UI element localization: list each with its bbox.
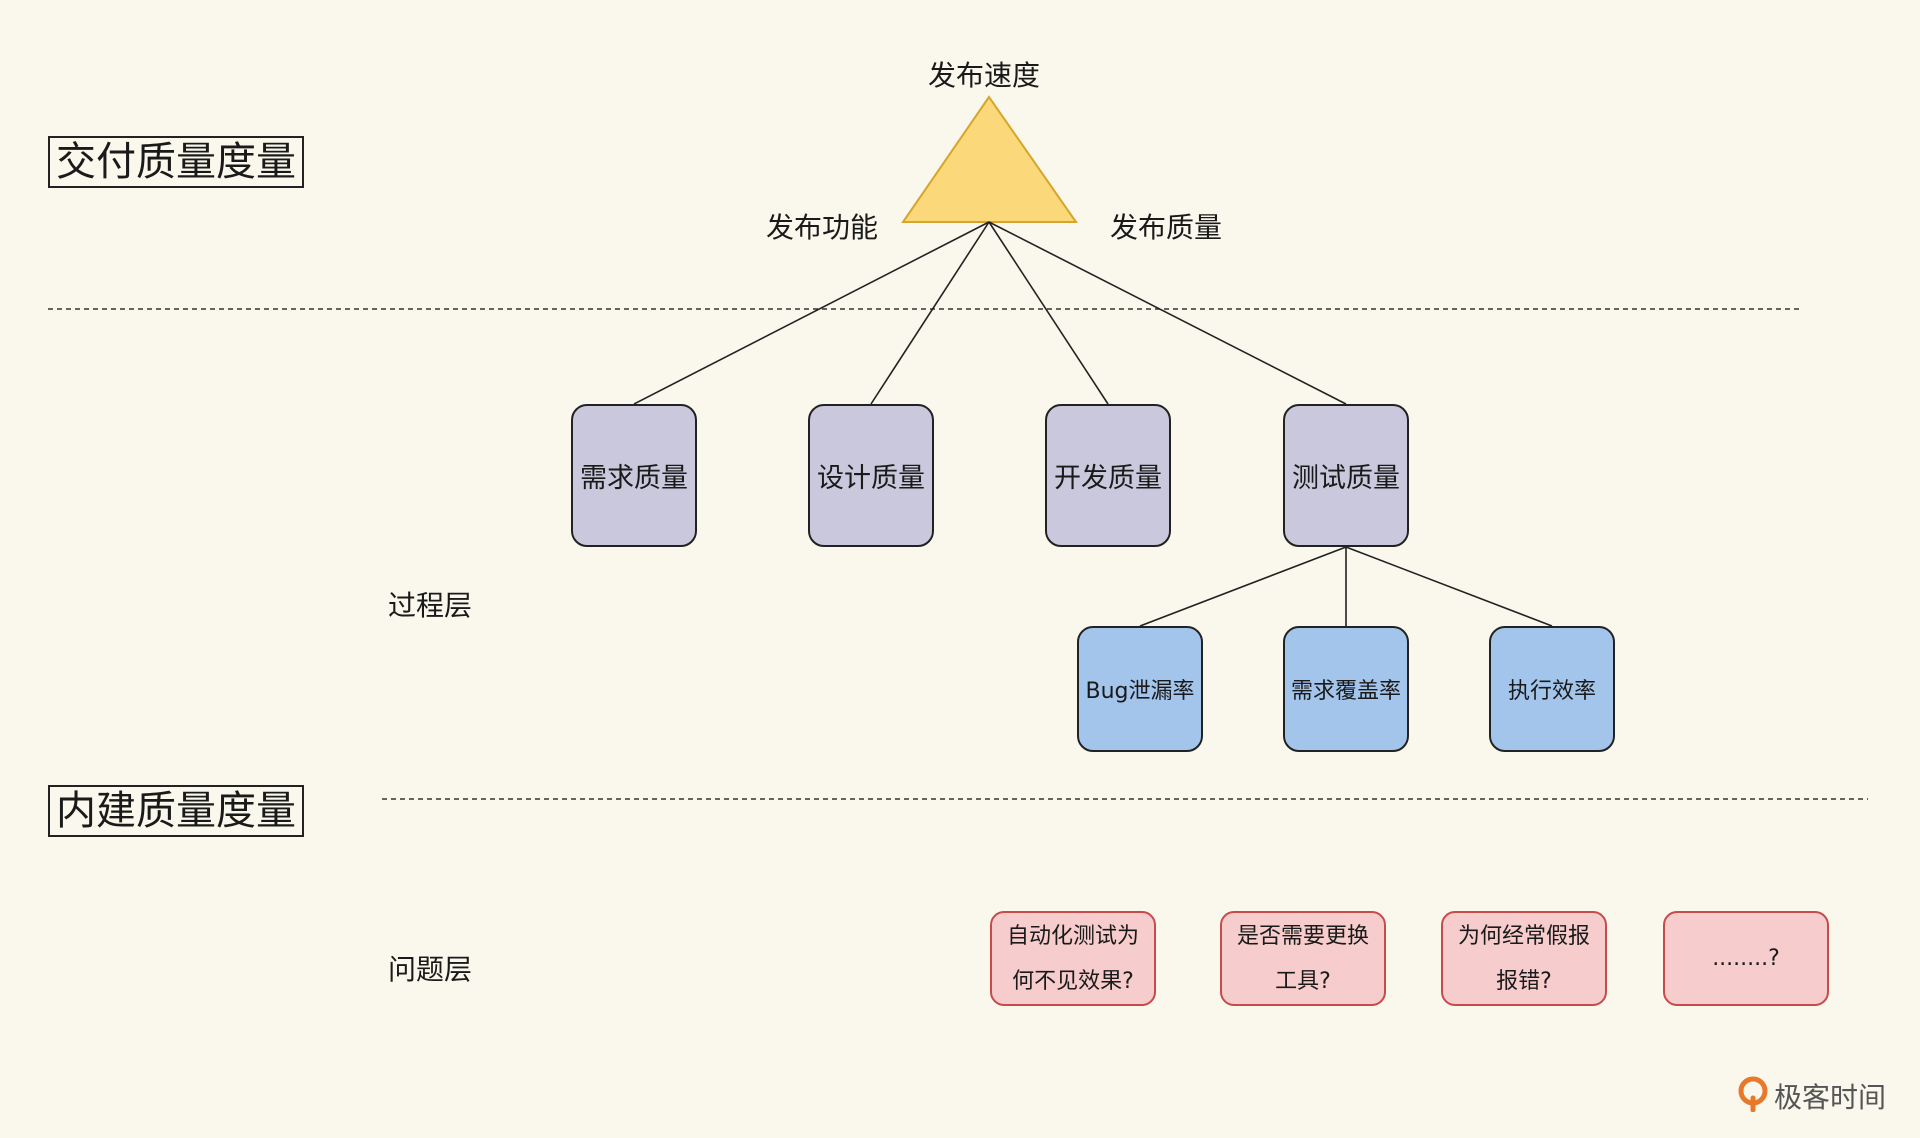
question-node-automation: 自动化测试为 何不见效果? xyxy=(990,911,1156,1006)
question-node-more: ........? xyxy=(1663,911,1829,1006)
question-line: 何不见效果? xyxy=(1012,968,1134,994)
edge-test-bug-leak xyxy=(1139,546,1347,627)
release-triangle xyxy=(901,95,1078,223)
triangle-right-label: 发布质量 xyxy=(1110,211,1223,244)
process-node-design: 设计质量 xyxy=(808,404,934,547)
question-node-tool-change: 是否需要更换 工具? xyxy=(1220,911,1386,1006)
metric-node-bug-leak: Bug泄漏率 xyxy=(1077,626,1203,752)
metric-node-coverage: 需求覆盖率 xyxy=(1283,626,1409,752)
question-line: 自动化测试为 xyxy=(1006,923,1139,949)
metric-node-efficiency: 执行效率 xyxy=(1489,626,1615,752)
question-line: 工具? xyxy=(1275,968,1331,994)
edge-test-efficiency xyxy=(1345,546,1553,627)
edge-triangle-test xyxy=(988,221,1347,405)
process-node-requirement: 需求质量 xyxy=(571,404,697,547)
question-line: 为何经常假报 xyxy=(1457,923,1590,949)
process-node-test: 测试质量 xyxy=(1283,404,1409,547)
question-node-false-alarm: 为何经常假报 报错? xyxy=(1441,911,1607,1006)
edge-triangle-requirement xyxy=(633,221,990,405)
triangle-top-label: 发布速度 xyxy=(928,59,1041,92)
logo-text: 极客时间 xyxy=(1774,1081,1887,1114)
question-line: ........? xyxy=(1712,946,1780,971)
geektime-logo: 极客时间 xyxy=(1738,1076,1886,1116)
process-layer-label: 过程层 xyxy=(388,589,473,622)
triangle-left-label: 发布功能 xyxy=(766,211,879,244)
question-line: 报错? xyxy=(1496,968,1552,994)
process-node-development: 开发质量 xyxy=(1045,404,1171,547)
builtin-quality-title: 内建质量度量 xyxy=(48,785,304,837)
edge-triangle-design xyxy=(870,221,990,405)
delivery-quality-title: 交付质量度量 xyxy=(48,136,304,188)
logo-icon xyxy=(1738,1076,1768,1116)
edge-triangle-development xyxy=(988,221,1109,405)
problem-layer-label: 问题层 xyxy=(388,953,473,986)
question-line: 是否需要更换 xyxy=(1236,923,1369,949)
